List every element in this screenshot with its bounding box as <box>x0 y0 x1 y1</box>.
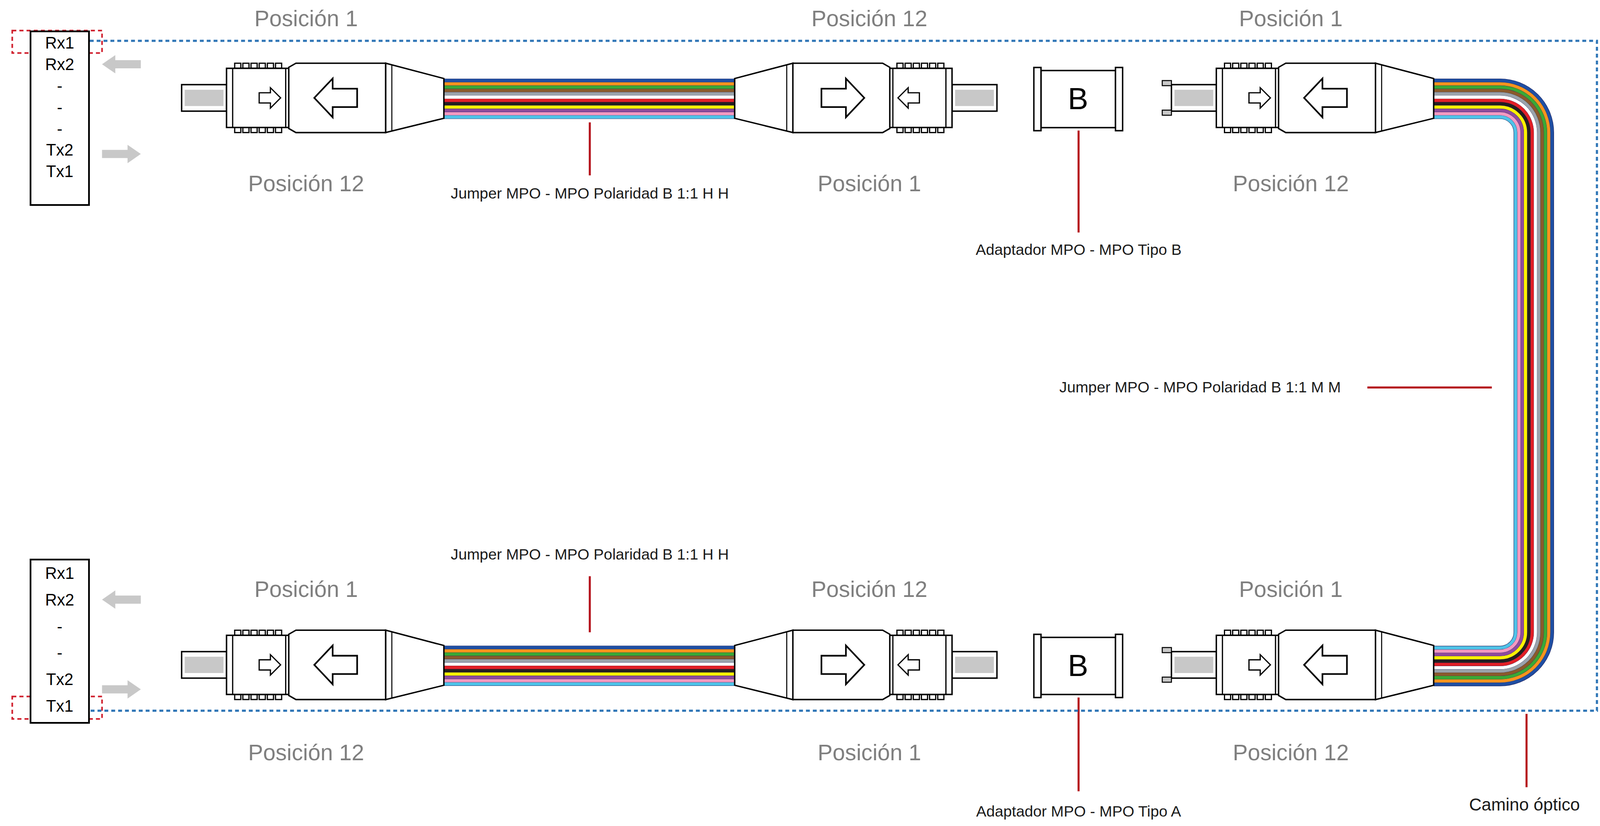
port-label: Tx1 <box>31 161 89 183</box>
fiber <box>1433 116 1516 648</box>
fiber <box>1433 90 1542 675</box>
part-label: Jumper MPO - MPO Polaridad B 1:1 H H <box>450 545 730 564</box>
port-label: - <box>31 613 89 641</box>
port-label: Tx2 <box>31 666 89 694</box>
fiber <box>1433 103 1529 662</box>
position-label: Posición 12 <box>811 5 928 32</box>
curved-ribbon <box>1433 80 1552 685</box>
adapter-letter: B <box>1067 649 1089 683</box>
position-label: Posición 1 <box>1238 5 1343 32</box>
part-label: Camino óptico <box>1468 794 1580 815</box>
mpo-connector <box>1162 630 1434 700</box>
fiber <box>1433 87 1546 678</box>
fiber <box>1433 83 1549 681</box>
tx-arrow <box>101 680 141 699</box>
adapter-body <box>1040 70 1116 128</box>
fiber <box>1433 93 1539 672</box>
fiber <box>1433 97 1536 669</box>
fiber <box>1433 80 1552 685</box>
part-label: Jumper MPO - MPO Polaridad B 1:1 H H <box>450 184 730 203</box>
fiber <box>1433 107 1526 658</box>
transceiver-box: Rx1Rx2---Tx2Tx1 <box>29 30 90 206</box>
port-label: Rx2 <box>31 587 89 614</box>
leader-line <box>588 576 592 633</box>
mpo-connector <box>734 630 997 700</box>
adapter-flange <box>1115 67 1123 131</box>
leader-line <box>1525 714 1528 788</box>
fiber <box>1433 113 1519 652</box>
position-label: Posición 12 <box>1232 739 1349 766</box>
port-label: - <box>31 75 89 98</box>
port-label: Rx2 <box>31 54 89 76</box>
fiber <box>1433 110 1523 655</box>
leader-line <box>1077 130 1080 233</box>
ribbon-band <box>1433 98 1534 667</box>
adapter-body <box>1040 637 1116 695</box>
mpo-connector <box>734 63 997 133</box>
part-label: Adaptador MPO - MPO Tipo B <box>975 241 1182 259</box>
leader-line <box>588 122 592 176</box>
position-label: Posición 12 <box>248 170 365 197</box>
position-label: Posición 1 <box>817 170 922 197</box>
port-label: Rx1 <box>31 560 89 588</box>
rx-arrow <box>101 590 141 610</box>
adapter-letter: B <box>1067 82 1089 116</box>
signal-arrows <box>101 55 141 699</box>
leader-lines <box>589 122 1527 792</box>
port-label: Tx1 <box>31 693 89 721</box>
port-label: - <box>31 640 89 667</box>
mpo-connector <box>181 63 445 133</box>
fiber <box>1433 100 1533 665</box>
mpo-connector <box>1162 63 1434 133</box>
adapter-flange <box>1033 634 1042 698</box>
position-label: Posición 1 <box>254 576 359 603</box>
port-label: Rx1 <box>31 32 89 55</box>
position-label: Posición 12 <box>1232 170 1349 197</box>
part-label: Jumper MPO - MPO Polaridad B 1:1 M M <box>1059 378 1341 397</box>
position-label: Posición 12 <box>811 576 928 603</box>
adapter-flange <box>1033 67 1042 131</box>
mpo-connector <box>181 630 445 700</box>
tx-arrow <box>101 144 141 164</box>
port-label: - <box>31 118 89 141</box>
position-label: Posición 1 <box>817 739 922 766</box>
position-label: Posición 1 <box>1238 576 1343 603</box>
port-label: - <box>31 97 89 119</box>
adapter-box: B <box>1033 634 1123 698</box>
adapter-box: B <box>1033 67 1123 131</box>
rx-arrow <box>101 55 141 74</box>
transceiver-box: Rx1Rx2--Tx2Tx1 <box>29 558 90 724</box>
optical-path <box>89 40 1597 712</box>
jumper-ribbon <box>444 645 736 686</box>
position-label: Posición 12 <box>248 739 365 766</box>
part-label: Adaptador MPO - MPO Tipo A <box>976 803 1182 821</box>
port-label: Tx2 <box>31 139 89 162</box>
leader-line <box>1367 386 1493 389</box>
position-label: Posición 1 <box>254 5 359 32</box>
adapter-flange <box>1115 634 1123 698</box>
jumper-ribbon <box>444 78 736 119</box>
